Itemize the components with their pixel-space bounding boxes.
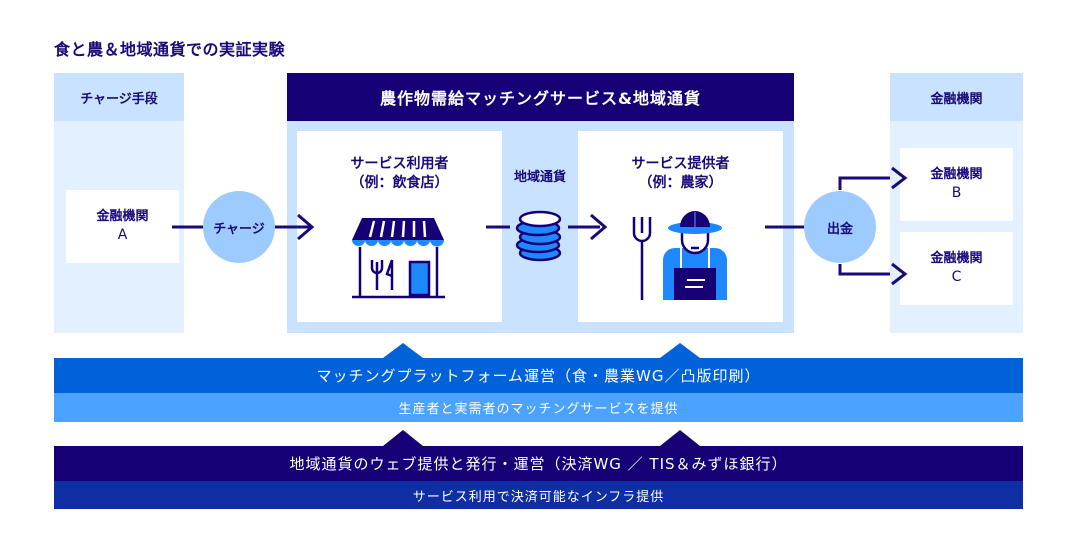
- service-provider-example: （例：農家）: [638, 174, 723, 191]
- charge-node-label: チャージ: [213, 221, 265, 237]
- currency-band-pointer-right: [660, 430, 700, 446]
- platform-band-title-text: マッチングプラットフォーム運営（食・農業WG／凸版印刷）: [316, 367, 761, 385]
- bank-a-name: 金融機関: [96, 209, 149, 225]
- platform-band-subtitle-text: 生産者と実需者のマッチングサービスを提供: [398, 402, 679, 417]
- currency-band-subtitle: サービス利用で決済可能なインフラ提供: [54, 481, 1023, 509]
- arrow-head-to-bank-b: [891, 166, 908, 190]
- bank-a-letter: A: [117, 226, 128, 243]
- currency-label: 地域通貨: [513, 170, 566, 185]
- bank-column-header: 金融機関: [890, 73, 1023, 121]
- bank-c-box: 金融機関 C: [900, 232, 1013, 305]
- charge-column-header-label: チャージ手段: [80, 91, 158, 107]
- bank-column-header-label: 金融機関: [930, 91, 983, 107]
- charge-node: チャージ: [203, 191, 275, 263]
- arrow-head-to-user: [297, 213, 315, 241]
- storefront-icon: [352, 218, 445, 299]
- platform-band-subtitle: 生産者と実需者のマッチングサービスを提供: [54, 393, 1023, 422]
- service-user-title: サービス利用者: [350, 156, 449, 172]
- farmer-icon: [632, 211, 727, 300]
- coin-stack-icon: [515, 210, 562, 262]
- main-panel-header: 農作物需給マッチングサービス&地域通貨: [287, 73, 794, 121]
- platform-band-pointer-right: [660, 343, 700, 358]
- currency-band-title-text: 地域通貨のウェブ提供と発行・運営（決済WG ／ TIS＆みずほ銀行）: [289, 455, 788, 473]
- service-provider-title: サービス提供者: [631, 156, 730, 172]
- currency-band-subtitle-text: サービス利用で決済可能なインフラ提供: [412, 489, 665, 505]
- withdraw-node: 出金: [804, 191, 876, 263]
- bank-b-box: 金融機関 B: [900, 148, 1013, 221]
- bank-c-letter: C: [951, 268, 962, 285]
- currency-band-pointer-left: [383, 430, 423, 446]
- bank-b-name: 金融機関: [930, 167, 983, 183]
- connector-withdraw-to-bank-c: [838, 264, 890, 276]
- withdraw-node-label: 出金: [826, 221, 853, 237]
- bank-c-name: 金融機関: [930, 251, 983, 267]
- arrow-head-to-bank-c: [891, 262, 908, 286]
- platform-band-title: マッチングプラットフォーム運営（食・農業WG／凸版印刷）: [54, 358, 1023, 393]
- currency-band-title: 地域通貨のウェブ提供と発行・運営（決済WG ／ TIS＆みずほ銀行）: [54, 446, 1023, 481]
- main-panel-header-label: 農作物需給マッチングサービス&地域通貨: [380, 89, 701, 108]
- platform-band-pointer-left: [383, 343, 423, 358]
- bank-b-letter: B: [951, 184, 962, 201]
- charge-column-header: チャージ手段: [54, 73, 184, 121]
- bank-a-box: 金融機関 A: [66, 190, 179, 263]
- arrow-head-to-provider: [590, 213, 608, 241]
- page-title: 食と農＆地域通貨での実証実験: [54, 40, 286, 59]
- connector-withdraw-to-bank-b: [838, 176, 890, 190]
- service-user-example: （例：飲食店）: [350, 174, 449, 191]
